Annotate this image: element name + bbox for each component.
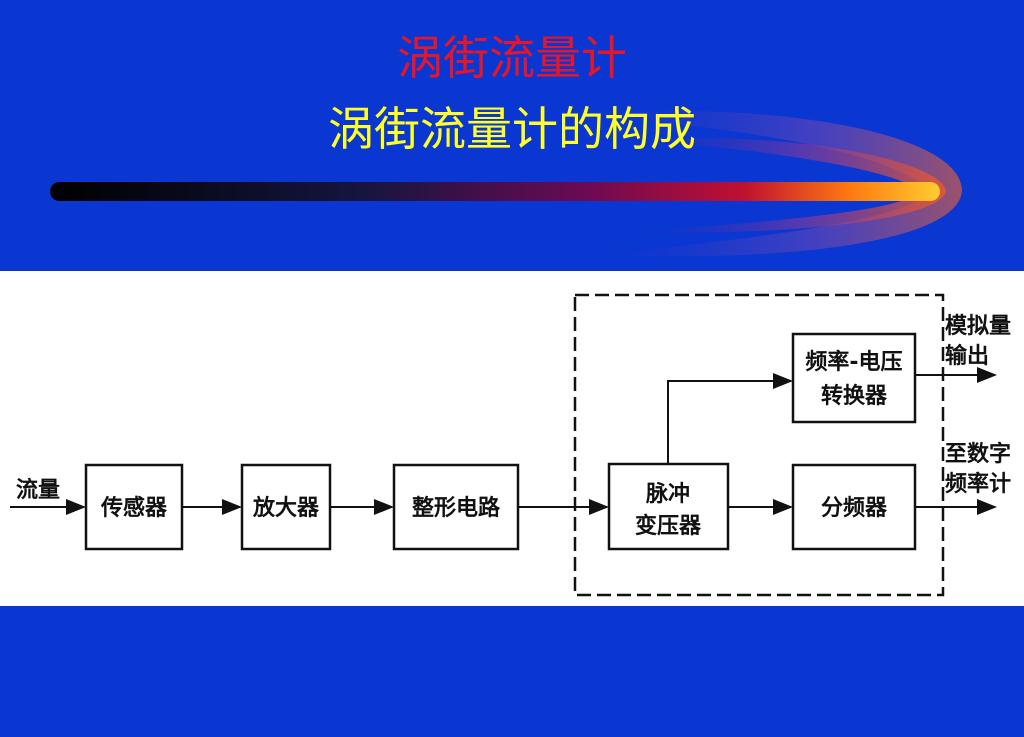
pulse-transformer-block: 脉冲 变压器	[607, 462, 730, 551]
slide-title: 涡街流量计	[397, 31, 627, 85]
sensor-label: 传感器	[100, 495, 168, 521]
frequency-divider-block: 分频器	[791, 463, 917, 551]
shaping-circuit-label: 整形电路	[412, 495, 501, 521]
analog-output-label-2: 输出	[945, 343, 989, 369]
slide-subtitle: 涡街流量计的构成	[328, 102, 696, 156]
pulse-transformer-label-2: 变压器	[635, 513, 702, 539]
amplifier-block: 放大器	[240, 463, 332, 551]
digital-output-label-1: 至数字	[945, 441, 1011, 467]
dashed-enclosure	[573, 293, 945, 597]
fv-converter-block: 频率-电压 转换器	[791, 332, 917, 424]
analog-output-label-1: 模拟量	[945, 314, 1011, 339]
fv-converter-label-1: 频率-电压	[805, 349, 902, 375]
arrow-pulse-to-fv-converter	[667, 373, 793, 464]
input-flow-label: 流量	[16, 477, 60, 503]
sensor-block: 传感器	[84, 463, 184, 551]
pulse-transformer-label-1: 脉冲	[645, 482, 690, 507]
block-diagram: 传感器 放大器 整形电路 脉冲 变压器 频率-电压 转换器	[10, 293, 1011, 597]
decorative-swoosh	[50, 111, 962, 257]
fv-converter-label-2: 转换器	[821, 383, 888, 409]
digital-output-label-2: 频率计	[945, 471, 1011, 497]
shaping-circuit-block: 整形电路	[392, 463, 520, 551]
block-diagram-panel: 传感器 放大器 整形电路 脉冲 变压器 频率-电压 转换器	[0, 271, 1024, 606]
frequency-divider-label: 分频器	[821, 496, 888, 521]
amplifier-label: 放大器	[252, 495, 320, 521]
